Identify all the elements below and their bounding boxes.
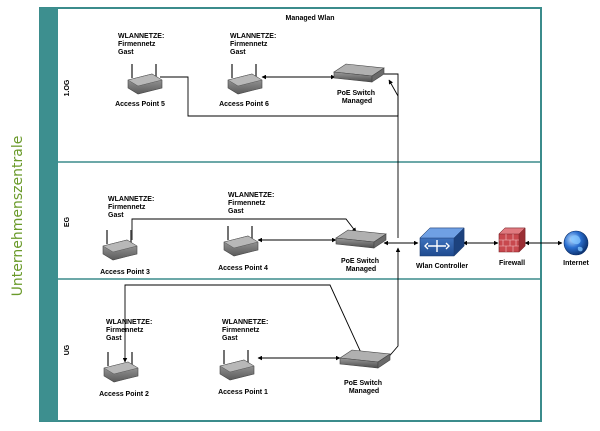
lane-label-ug: UG <box>64 344 71 355</box>
wlan-networks-label: WLANNETZE: Firmennetz Gast <box>228 192 276 215</box>
wlan-networks-label: WLANNETZE: Firmennetz Gast <box>118 33 166 56</box>
lane-label-1og: 1.OG <box>64 79 71 96</box>
access-point-label: Access Point 4 <box>218 265 268 272</box>
firewall-icon <box>498 227 526 253</box>
poe-switch-icon <box>339 349 391 369</box>
access-point-icon <box>219 350 255 381</box>
connection-ap5-switch <box>160 71 399 117</box>
wlan-networks-label: WLANNETZE: Firmennetz Gast <box>230 33 278 56</box>
access-point-icon <box>103 352 139 383</box>
access-point-label: Access Point 6 <box>219 101 269 108</box>
lane-label-eg: EG <box>64 216 71 227</box>
sidebar-strip <box>40 8 58 421</box>
access-point-label: Access Point 5 <box>115 101 165 108</box>
switch-label: PoE Switch Managed <box>344 380 384 395</box>
controller-label: Wlan Controller <box>416 263 468 270</box>
internet-label: Internet <box>563 260 589 267</box>
wlan-networks-label: WLANNETZE: Firmennetz Gast <box>108 196 156 219</box>
wlan-controller-icon <box>419 227 465 257</box>
access-point-icon <box>223 226 259 257</box>
poe-switch-icon <box>335 229 387 249</box>
access-point-icon <box>127 64 163 95</box>
access-point-icon <box>227 64 263 95</box>
organization-label: Unternehmenszentrale <box>10 136 26 297</box>
connection-switch1-controller <box>388 79 399 238</box>
diagram-title: Managed Wlan <box>285 15 334 22</box>
poe-switch-icon <box>333 63 385 83</box>
switch-label: PoE Switch Managed <box>341 258 381 273</box>
access-point-label: Access Point 1 <box>218 389 268 396</box>
firewall-label: Firewall <box>499 260 525 267</box>
access-point-label: Access Point 3 <box>100 269 150 276</box>
connection-ap2-switch <box>122 284 364 363</box>
access-point-icon <box>102 230 138 261</box>
globe-icon <box>563 230 589 256</box>
wlan-networks-label: WLANNETZE: Firmennetz Gast <box>106 319 154 342</box>
switch-label: PoE Switch Managed <box>337 90 377 105</box>
wlan-networks-label: WLANNETZE: Firmennetz Gast <box>222 319 270 342</box>
access-point-label: Access Point 2 <box>99 391 149 398</box>
connection-ap3-switch <box>131 218 357 240</box>
